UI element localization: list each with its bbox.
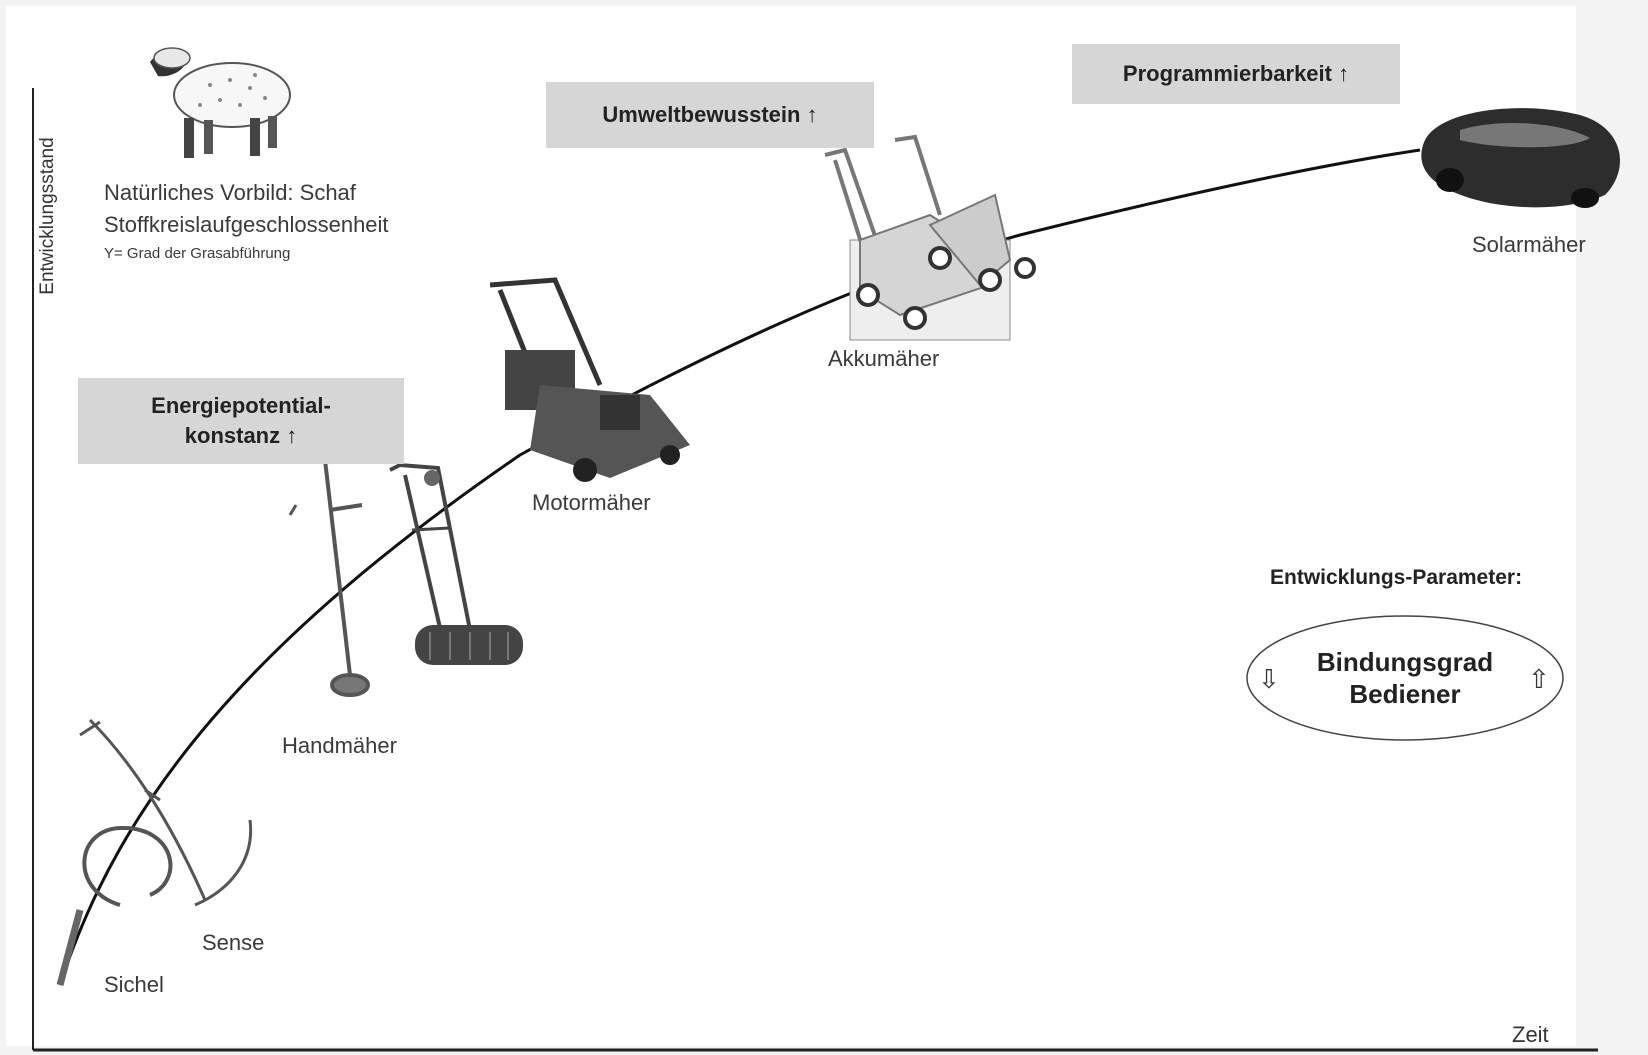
sickle-icon (56, 825, 173, 986)
parameter-ellipse-text: Bindungsgrad Bediener (1316, 647, 1494, 709)
up-arrow-icon: ⇧ (1528, 664, 1550, 694)
down-arrow-icon: ⇩ (1258, 664, 1280, 694)
diagram-area (6, 6, 1576, 1046)
sheep-note-line1: Natürliches Vorbild: Schaf (104, 180, 356, 205)
trimmer-icon (288, 453, 370, 697)
label-sense: Sense (202, 930, 265, 955)
development-curve (58, 148, 1421, 986)
box-umwelt: Umweltbewusstein ↑ (546, 82, 874, 148)
label-handmaeher: Handmäher (282, 733, 397, 758)
label-solarmaeher: Solarmäher (1472, 232, 1586, 257)
box-energy: Energiepotential- konstanz ↑ (78, 378, 404, 464)
motor-mower-icon (489, 277, 690, 482)
y-axis-label: Entwicklungsstand (37, 137, 58, 295)
sheep-note-line3: Y= Grad der Grasabführung (104, 245, 291, 262)
label-motormaeher: Motormäher (532, 490, 651, 515)
label-sichel: Sichel (104, 972, 164, 997)
solar-mower-icon (1421, 108, 1620, 208)
parameters-title: Entwicklungs-Parameter: (1270, 566, 1523, 589)
x-axis-label: Zeit (1512, 1022, 1549, 1047)
battery-mower-icon (824, 134, 1036, 341)
label-akkumaeher: Akkumäher (828, 346, 940, 371)
scythe-icon (79, 718, 253, 907)
box-program: Programmierbarkeit ↑ (1072, 44, 1400, 104)
sheep-icon (150, 47, 291, 158)
parameter-ellipse (1246, 615, 1564, 741)
reel-mower-icon (389, 462, 523, 665)
sheep-note-line2: Stoffkreislaufgeschlossenheit (104, 212, 389, 237)
